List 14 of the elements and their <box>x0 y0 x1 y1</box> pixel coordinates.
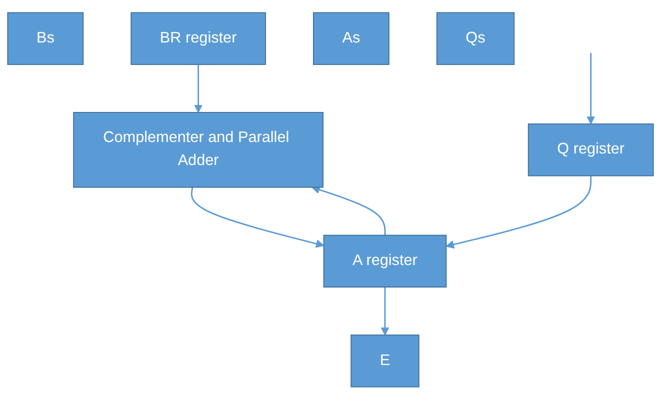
arrow <box>586 53 596 125</box>
node-box: As <box>312 12 390 66</box>
node-box: E <box>350 334 420 388</box>
arrow <box>312 186 386 236</box>
arrow <box>194 64 203 114</box>
arrow <box>446 176 592 249</box>
node-box: Complementer and Parallel Adder <box>73 112 324 188</box>
node-box: Q register <box>528 124 654 176</box>
node-box: Bs <box>7 12 84 66</box>
arrow <box>190 187 324 248</box>
node-box: A register <box>323 235 447 288</box>
node-box: BR register <box>130 12 266 66</box>
node-box: Qs <box>436 12 515 66</box>
arrow <box>380 287 390 336</box>
